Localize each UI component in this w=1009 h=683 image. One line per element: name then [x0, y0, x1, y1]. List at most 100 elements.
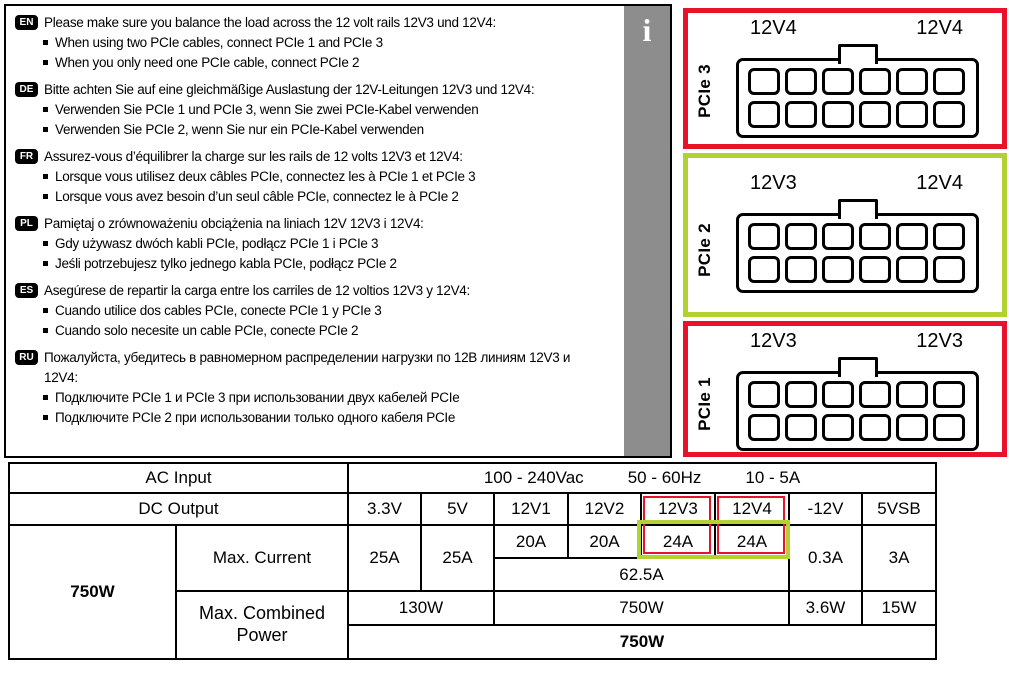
connector-pin — [933, 414, 965, 441]
connector-pin — [859, 414, 891, 441]
combined-power-neg12v: 3.6W — [788, 590, 863, 626]
language-text-column: EN Please make sure you balance the load… — [15, 13, 621, 435]
connector-pin — [859, 68, 891, 95]
bullet-icon — [43, 241, 48, 246]
rail-header-5v: 5V — [420, 492, 495, 526]
bullet-icon — [43, 415, 48, 420]
ac-input-label: AC Input — [8, 462, 349, 494]
connector-pin — [896, 223, 928, 250]
connector-pin — [748, 68, 780, 95]
bullet-icon — [43, 127, 48, 132]
max-current-label: Max. Current — [175, 524, 349, 592]
lang-bullet: Gdy używasz dwóch kabli PCIe, podłącz PC… — [55, 236, 379, 251]
pcie2-connector-drawing — [736, 199, 979, 293]
connector-pin — [896, 101, 928, 128]
max-current-3v3: 25A — [347, 524, 422, 592]
ac-current-range: 10 - 5A — [745, 468, 801, 487]
lang-block-en: EN Please make sure you balance the load… — [15, 13, 621, 73]
connector-pin — [748, 223, 780, 250]
bullet-icon — [43, 194, 48, 199]
lang-intro-fr: Assurez-vous d’équilibrer la charge sur … — [44, 149, 463, 164]
pcie1-left-rail-label: 12V3 — [750, 330, 797, 352]
connector-pin — [822, 256, 854, 283]
lang-bullet: When you only need one PCIe cable, conne… — [55, 55, 360, 70]
lang-badge-fr: FR — [15, 149, 38, 164]
lang-block-pl: PL Pamiętaj o zrównoważeniu obciążenia n… — [15, 214, 621, 274]
lang-badge-de: DE — [15, 82, 38, 97]
max-current-12v2: 20A — [567, 524, 642, 559]
lang-bullet: Verwenden Sie PCIe 1 und PCIe 3, wenn Si… — [55, 102, 479, 117]
rail-header-12v1: 12V1 — [493, 492, 569, 526]
max-combined-power-label: Max. Combined Power — [175, 590, 349, 660]
connector-pin — [748, 256, 780, 283]
pcie1-connector-drawing — [736, 357, 979, 451]
connector-pin — [859, 101, 891, 128]
connector-pin — [896, 256, 928, 283]
rail-header-12v3: 12V3 — [640, 492, 716, 526]
rail-header-5vsb: 5VSB — [860, 492, 938, 526]
connector-pin — [933, 381, 965, 408]
connector-pin — [896, 68, 928, 95]
lang-bullet: Подключите PCIe 1 и PCIe 3 при использов… — [55, 390, 460, 405]
dc-output-label: DC Output — [8, 492, 349, 526]
ac-voltage-range: 100 - 240Vac — [483, 468, 584, 487]
bullet-icon — [43, 107, 48, 112]
info-icon: i — [642, 12, 652, 48]
lang-bullet: Lorsque vous utilisez deux câbles PCIe, … — [55, 169, 476, 184]
ac-input-values: 100 - 240Vac 50 - 60Hz 10 - 5A — [346, 462, 938, 494]
lang-intro-en: Please make sure you balance the load ac… — [44, 15, 496, 30]
connector-pin — [822, 414, 854, 441]
connector-pin — [785, 256, 817, 283]
connector-pin — [785, 381, 817, 408]
connector-pin — [933, 68, 965, 95]
lang-block-fr: FR Assurez-vous d’équilibrer la charge s… — [15, 147, 621, 207]
connector-pin — [822, 101, 854, 128]
pcie3-connector-label: PCIe 3 — [695, 64, 714, 118]
connector-pin — [822, 381, 854, 408]
connector-pin — [822, 68, 854, 95]
connector-pin — [933, 101, 965, 128]
lang-bullet: Подключите PCIe 2 при использовании толь… — [55, 410, 456, 425]
max-current-12v1: 20A — [493, 524, 569, 559]
bullet-icon — [43, 60, 48, 65]
connector-pin — [822, 223, 854, 250]
lang-intro-es: Asegúrese de repartir la carga entre los… — [44, 283, 470, 298]
lang-intro-ru: Пожалуйста, убедитесь в равномерном расп… — [44, 350, 571, 385]
connector-pin — [785, 68, 817, 95]
connector-pin — [748, 101, 780, 128]
rail-header-12v4: 12V4 — [714, 492, 790, 526]
lang-block-es: ES Asegúrese de repartir la carga entre … — [15, 281, 621, 341]
bullet-icon — [43, 40, 48, 45]
lang-bullet: Cuando solo necesite un cable PCIe, cone… — [55, 323, 359, 338]
max-current-5v: 25A — [420, 524, 495, 592]
bullet-icon — [43, 174, 48, 179]
pcie3-diagram: PCIe 3 12V4 12V4 — [683, 8, 1007, 149]
bullet-icon — [43, 395, 48, 400]
pcie2-diagram: PCIe 2 12V3 12V4 — [683, 153, 1007, 317]
pcie1-connector-label: PCIe 1 — [695, 377, 714, 431]
rail-header-12v2: 12V2 — [567, 492, 642, 526]
lang-badge-es: ES — [15, 283, 38, 298]
combined-power-5vsb: 15W — [860, 590, 938, 626]
pcie1-diagram: PCIe 1 12V3 12V3 — [683, 321, 1007, 457]
lang-intro-pl: Pamiętaj o zrównoważeniu obciążenia na l… — [44, 216, 424, 231]
lang-block-ru: RU Пожалуйста, убедитесь в равномерном р… — [15, 348, 621, 428]
lang-bullet: Cuando utilice dos cables PCIe, conecte … — [55, 303, 382, 318]
pcie1-right-rail-label: 12V3 — [916, 330, 963, 352]
bullet-icon — [43, 328, 48, 333]
lang-badge-ru: RU — [15, 350, 38, 365]
lang-bullet: Jeśli potrzebujesz tylko jednego kabla P… — [55, 256, 397, 271]
info-sidebar: i — [624, 6, 670, 456]
connector-pin — [933, 256, 965, 283]
connector-pin — [859, 256, 891, 283]
connector-pin — [748, 414, 780, 441]
pcie3-connector-drawing — [736, 44, 979, 138]
combined-12v-current: 62.5A — [493, 557, 790, 592]
bullet-icon — [43, 308, 48, 313]
combined-power-12v: 750W — [493, 590, 790, 626]
combined-power-3v3-5v: 130W — [347, 590, 495, 626]
total-power: 750W — [346, 624, 938, 660]
connector-pin — [785, 414, 817, 441]
connector-pin — [785, 223, 817, 250]
